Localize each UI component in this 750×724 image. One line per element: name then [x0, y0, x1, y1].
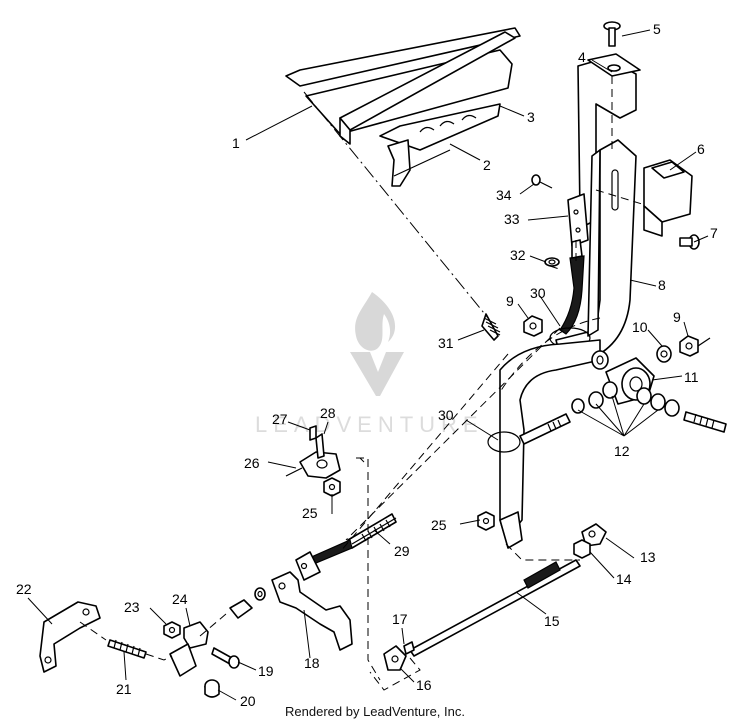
lever-arm	[499, 339, 601, 549]
callout-29: 29	[394, 543, 410, 559]
callout-5: 5	[653, 21, 661, 37]
swivel-block	[285, 433, 341, 479]
spring-31	[481, 313, 501, 341]
callout-25-left: 25	[302, 505, 318, 521]
bolt-19	[211, 647, 240, 669]
cable-upper	[559, 239, 585, 335]
callout-17: 17	[392, 611, 408, 627]
callout-22: 22	[16, 581, 32, 597]
screw-5	[603, 21, 621, 47]
support-post	[555, 139, 637, 357]
axle-bolt-left	[519, 413, 571, 445]
washers-12	[571, 381, 680, 417]
nut-25-right	[477, 511, 495, 531]
callout-3: 3	[527, 109, 535, 125]
axle-bolt-right	[683, 411, 727, 433]
callout-6: 6	[697, 141, 705, 157]
callout-23: 23	[124, 599, 140, 615]
nut-9-left	[523, 315, 543, 337]
spacer-20	[204, 679, 220, 698]
footer-credit: Rendered by LeadVenture, Inc.	[285, 704, 465, 719]
block-24	[169, 621, 209, 677]
bracket-18	[271, 551, 353, 651]
cable-fitting	[229, 587, 266, 619]
callout-10: 10	[632, 319, 648, 335]
clip-bracket	[567, 193, 589, 247]
callout-14: 14	[616, 571, 632, 587]
washer-10	[591, 345, 672, 370]
phantom-lines	[79, 76, 643, 691]
nut-25-left	[323, 477, 341, 497]
callout-34: 34	[496, 187, 512, 203]
callout-30-upper: 30	[530, 285, 546, 301]
pedal-bracket-22	[39, 601, 101, 673]
seat-rail-assembly	[285, 27, 521, 187]
callout-32: 32	[510, 247, 526, 263]
rod-15	[409, 559, 581, 657]
callout-18: 18	[304, 655, 320, 671]
callout-2: 2	[483, 157, 491, 173]
callout-20: 20	[240, 693, 256, 709]
pin-27	[309, 425, 317, 441]
callout-7: 7	[710, 225, 718, 241]
nut-23	[163, 621, 181, 639]
callout-15: 15	[544, 613, 560, 629]
screw-34	[531, 174, 553, 189]
callout-19: 19	[258, 663, 274, 679]
callout-1: 1	[232, 135, 240, 151]
socket-bracket	[643, 159, 693, 237]
callout-27: 27	[272, 411, 288, 427]
callout-31: 31	[438, 335, 454, 351]
clamp-30-lower	[487, 431, 521, 453]
callout-4: 4	[578, 49, 586, 65]
callout-25-right: 25	[431, 517, 447, 533]
callout-28: 28	[320, 405, 336, 421]
callout-21: 21	[116, 681, 132, 697]
cable-clip-32	[544, 257, 560, 267]
nut-9-right	[679, 335, 711, 357]
spring-21	[107, 639, 147, 659]
callout-13: 13	[640, 549, 656, 565]
callout-24: 24	[172, 591, 188, 607]
callout-9-left: 9	[506, 293, 514, 309]
callout-8: 8	[658, 277, 666, 293]
callout-30-lower: 30	[438, 407, 454, 423]
callout-labels: 1 2 3 4 5 6 7 8 9 9 10 11 12 13 14 15 16…	[16, 21, 718, 709]
callout-16: 16	[416, 677, 432, 693]
callout-11: 11	[684, 369, 699, 385]
callout-26: 26	[244, 455, 260, 471]
screw-7	[679, 234, 700, 250]
callout-33: 33	[504, 211, 520, 227]
nut-14	[573, 539, 591, 559]
rod-end-16	[383, 641, 415, 671]
callout-9-right: 9	[673, 309, 681, 325]
leadventure-watermark: LEADVENTURE	[255, 292, 484, 437]
watermark-text: LEADVENTURE	[255, 412, 484, 437]
callout-12: 12	[614, 443, 630, 459]
leader-lines	[27, 29, 709, 701]
